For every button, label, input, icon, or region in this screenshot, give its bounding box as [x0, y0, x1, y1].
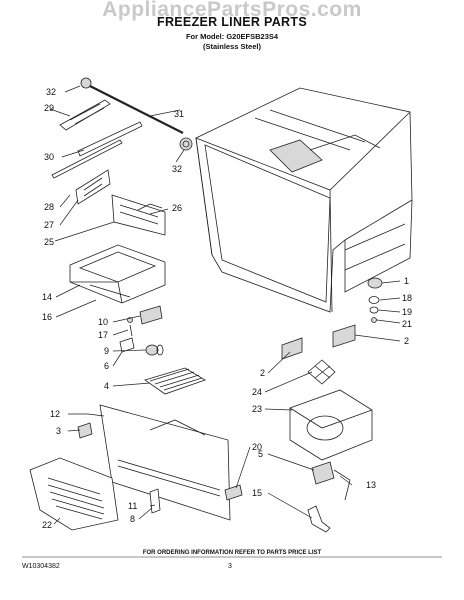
callout-24: 24 — [252, 387, 262, 397]
callout-16: 16 — [42, 312, 52, 322]
callout-6: 6 — [104, 361, 109, 371]
model-line: For Model: G20EFSB23S4 — [185, 32, 279, 41]
shelf-rod — [80, 77, 193, 151]
leader-lines — [49, 85, 401, 525]
callout-30: 30 — [44, 152, 54, 162]
callout-18: 18 — [402, 293, 412, 303]
callout-25: 25 — [44, 237, 54, 247]
vent-grille — [144, 367, 206, 395]
front-grille — [29, 457, 119, 531]
callout-8: 8 — [130, 514, 135, 524]
shelf-supports — [367, 277, 383, 323]
callout-labels: 32 29 31 30 32 28 26 27 25 1 14 18 19 16… — [42, 87, 412, 530]
ordering-note: FOR ORDERING INFORMATION REFER TO PARTS … — [142, 550, 322, 556]
callout-14: 14 — [42, 292, 52, 302]
drawer-tray — [69, 244, 166, 304]
callout-11: 11 — [128, 501, 137, 511]
callout-22: 22 — [42, 520, 52, 530]
callout-19: 19 — [402, 307, 412, 317]
callout-23: 23 — [252, 404, 262, 414]
rear-panel — [99, 404, 243, 521]
callout-1: 1 — [404, 276, 409, 286]
callout-4: 4 — [104, 381, 109, 391]
callout-21: 21 — [402, 319, 412, 329]
document-number: W10304382 — [22, 563, 60, 570]
callout-29: 29 — [44, 103, 54, 113]
callout-9: 9 — [104, 346, 109, 356]
page-title: FREEZER LINER PARTS — [157, 15, 307, 29]
rail-brackets — [51, 99, 143, 205]
callout-32: 32 — [172, 164, 182, 174]
callout-15: 15 — [252, 488, 262, 498]
callout-31: 31 — [174, 109, 184, 119]
callout-20: 20 — [252, 442, 262, 452]
callout-3: 3 — [56, 426, 61, 436]
duct-panel — [111, 194, 166, 236]
callout-26: 26 — [172, 203, 182, 213]
callout-13: 13 — [366, 480, 376, 490]
callout-32: 32 — [46, 87, 56, 97]
insulation-blocks — [281, 324, 356, 360]
variant-line: (Stainless Steel) — [203, 42, 261, 51]
evaporator-fan — [289, 359, 373, 533]
callout-10: 10 — [98, 317, 108, 327]
page-number: 3 — [228, 563, 232, 570]
watermark: AppliancePartsPros.com — [102, 0, 362, 21]
callout-17: 17 — [98, 330, 108, 340]
callout-12: 12 — [50, 409, 60, 419]
callout-28: 28 — [44, 202, 54, 212]
screw-and-clip — [77, 413, 105, 439]
callout-5: 5 — [258, 449, 263, 459]
callout-27: 27 — [44, 220, 54, 230]
callout-2: 2 — [260, 368, 265, 378]
small-fasteners — [119, 305, 164, 356]
freezer-liner — [195, 87, 413, 313]
callout-2: 2 — [404, 336, 409, 346]
